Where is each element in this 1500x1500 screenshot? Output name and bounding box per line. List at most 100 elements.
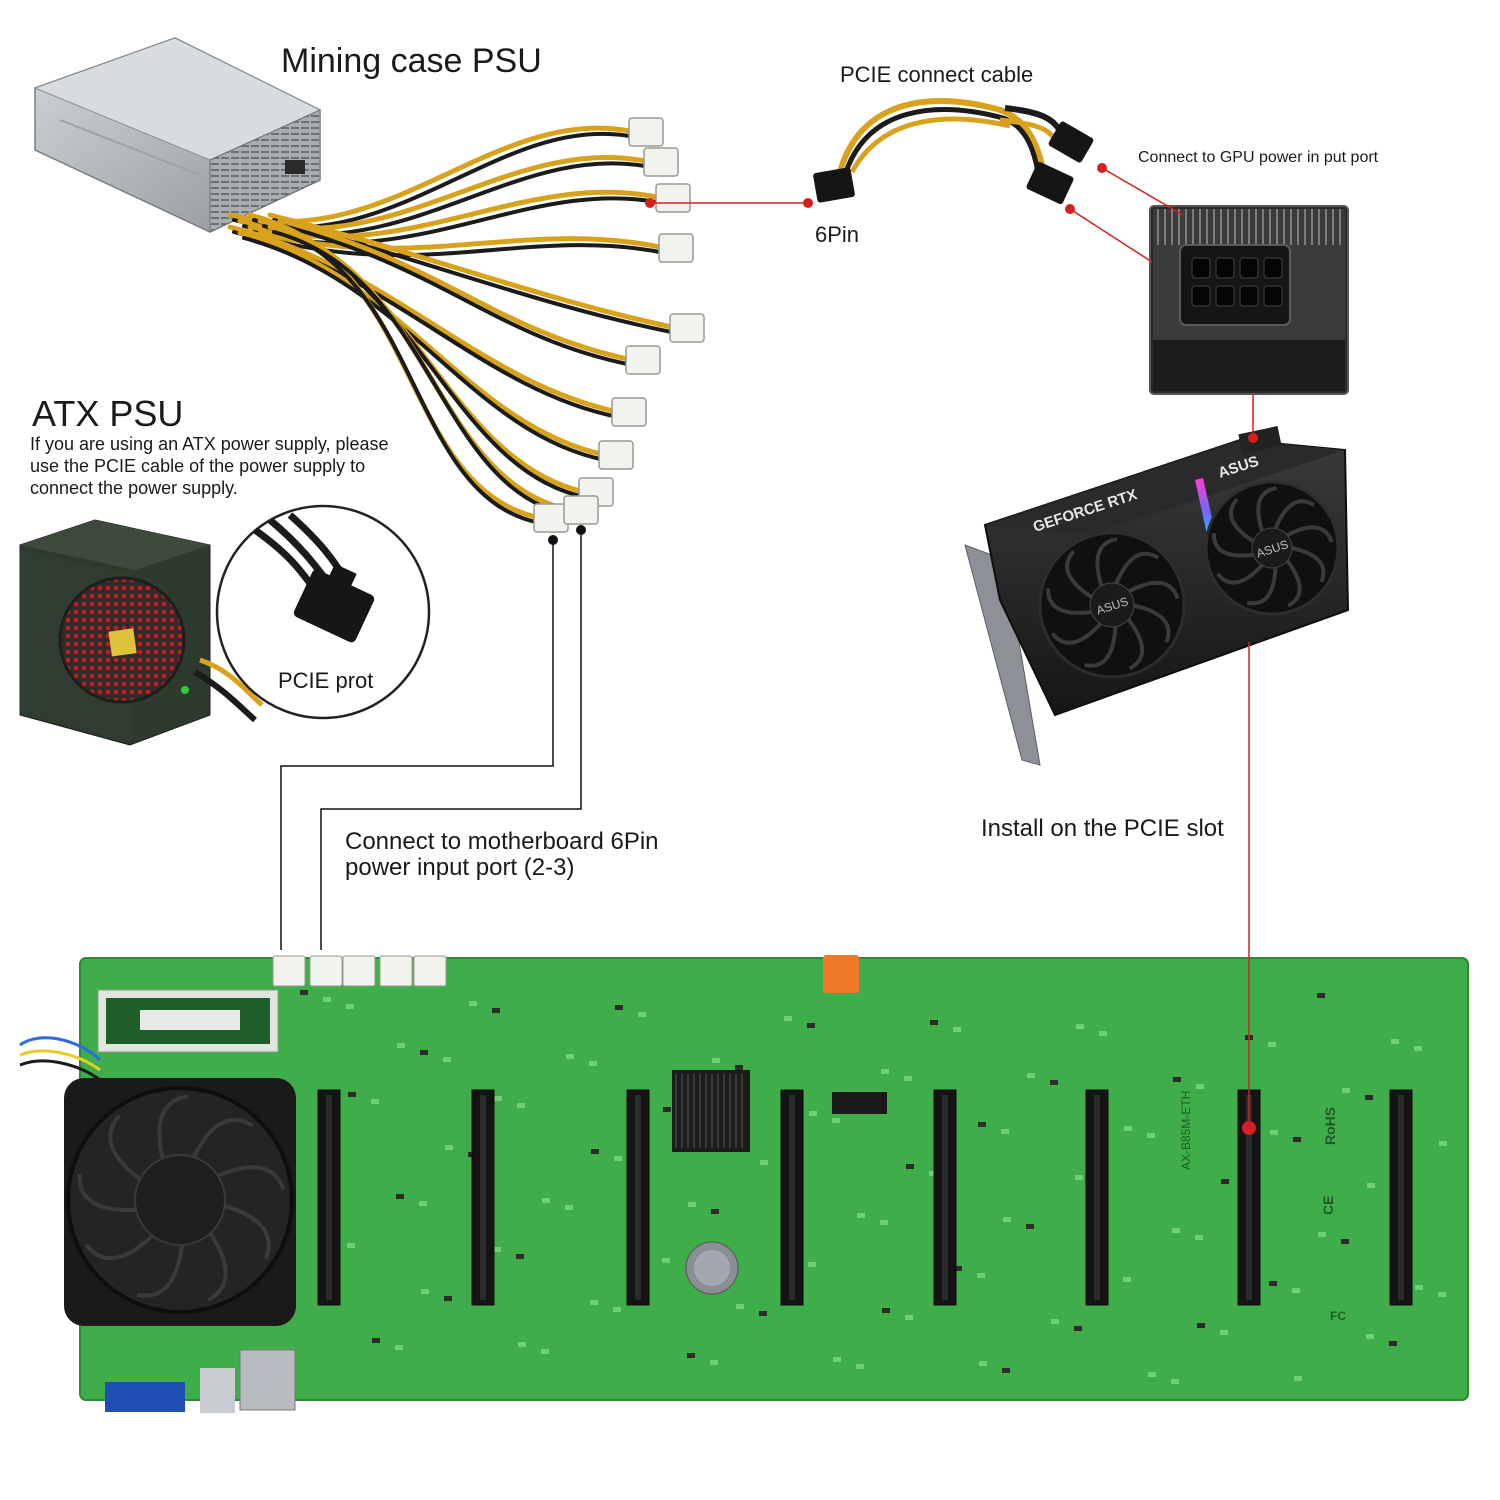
- motherboard-image: AX-B85M-ETH RoHS CE FC: [19, 955, 1469, 1413]
- board-component: [856, 1364, 864, 1369]
- board-component: [929, 1171, 937, 1176]
- board-component: [736, 1304, 744, 1309]
- gpu-fan-left: [1038, 531, 1186, 679]
- board-component: [420, 1050, 428, 1055]
- board-component: [1268, 1042, 1276, 1047]
- label-atx-psu: ATX PSU: [32, 393, 184, 434]
- port-pin-hole: [1191, 257, 1211, 279]
- psu-wire-black: [282, 224, 634, 367]
- pcie-slot-groove: [1246, 1095, 1252, 1300]
- board-component: [1342, 1088, 1350, 1093]
- board-component: [1389, 1341, 1397, 1346]
- board-component: [880, 1220, 888, 1225]
- port-pin-hole: [1239, 285, 1259, 307]
- board-component: [1220, 1330, 1228, 1335]
- fan-blade: [1286, 525, 1334, 543]
- board-component: [1147, 1133, 1155, 1138]
- fan-blade: [1229, 497, 1255, 543]
- board-component: [712, 1058, 720, 1063]
- board-component: [419, 1201, 427, 1206]
- psu-wire-yellow: [237, 230, 608, 458]
- board-power-connector: [342, 955, 376, 987]
- board-component: [663, 1107, 671, 1112]
- pcie-slot-groove: [942, 1095, 948, 1300]
- psu-wire-yellow: [257, 230, 668, 251]
- board-component: [565, 1205, 573, 1210]
- board-component: [566, 1054, 574, 1059]
- board-component: [1027, 1073, 1035, 1078]
- pointer-dot: [548, 535, 558, 545]
- psu-connector: [598, 440, 634, 470]
- board-power-connector: [309, 955, 343, 987]
- atx-note-line-3: connect the power supply.: [30, 478, 238, 498]
- board-component: [1172, 1228, 1180, 1233]
- pcie-slot-groove: [1094, 1095, 1100, 1300]
- pointer-dot: [803, 198, 813, 208]
- board-component: [371, 1099, 379, 1104]
- fan-blade: [1125, 616, 1145, 671]
- psu-wire-yellow: [277, 218, 635, 363]
- board-component: [882, 1308, 890, 1313]
- pcie-slot-groove: [789, 1095, 795, 1300]
- board-component: [493, 1247, 501, 1252]
- board-component: [1341, 1239, 1349, 1244]
- board-component: [1196, 1084, 1204, 1089]
- board-component: [1074, 1326, 1082, 1331]
- pointer-psu-to-board-2: [320, 530, 582, 950]
- board-component: [1099, 1031, 1107, 1036]
- board-component: [492, 1008, 500, 1013]
- board-component: [1171, 1379, 1179, 1384]
- fan-blade: [1050, 620, 1104, 645]
- board-component: [905, 1315, 913, 1320]
- fan-blade: [1126, 580, 1180, 600]
- board-component: [1076, 1024, 1084, 1029]
- board-component: [1124, 1126, 1132, 1131]
- label-motherboard-line-1: Connect to motherboard 6Pin: [345, 828, 659, 855]
- board-component: [300, 990, 308, 995]
- pointer-cable-to-port: [1069, 208, 1153, 263]
- board-component: [1195, 1235, 1203, 1240]
- board-component: [688, 1202, 696, 1207]
- psu-connector: [625, 345, 661, 375]
- board-component: [662, 1258, 670, 1263]
- board-component: [1002, 1368, 1010, 1373]
- board-component: [1391, 1039, 1399, 1044]
- board-component: [904, 1076, 912, 1081]
- board-component: [977, 1273, 985, 1278]
- label-6pin: 6Pin: [815, 222, 860, 247]
- board-component: [541, 1349, 549, 1354]
- board-component: [396, 1194, 404, 1199]
- board-component: [1270, 1130, 1278, 1135]
- board-component: [1318, 1232, 1326, 1237]
- board-component: [1365, 1095, 1373, 1100]
- psu-connector: [655, 183, 691, 213]
- port-pin-hole: [1191, 285, 1211, 307]
- board-component: [687, 1353, 695, 1358]
- board-component: [1050, 1080, 1058, 1085]
- board-ce-text: CE: [1320, 1196, 1336, 1215]
- psu-wire-yellow: [227, 224, 621, 415]
- board-component: [397, 1043, 405, 1048]
- board-component: [809, 1111, 817, 1116]
- board-component: [978, 1122, 986, 1127]
- board-component: [516, 1254, 524, 1259]
- pointer-dot: [1248, 433, 1258, 443]
- board-component: [1001, 1129, 1009, 1134]
- board-component: [347, 1243, 355, 1248]
- label-pcie-prot: PCIE prot: [278, 668, 374, 693]
- port-pin-hole: [1263, 285, 1283, 307]
- pcie-cable-image: [813, 98, 1094, 205]
- fan-blade: [1113, 551, 1160, 587]
- port-pin-hole: [1263, 257, 1283, 279]
- psu-wire-black: [242, 236, 607, 462]
- atx-psu-image: [19, 519, 264, 746]
- board-component: [881, 1069, 889, 1074]
- atx-note-line-1: If you are using an ATX power supply, pl…: [30, 434, 389, 454]
- psu-connector: [533, 503, 569, 533]
- fan-blade: [1211, 533, 1254, 558]
- psu-connector: [628, 117, 664, 147]
- board-component: [833, 1357, 841, 1362]
- psu-connector: [669, 313, 705, 343]
- psu-connector: [643, 147, 679, 177]
- pcie-slot-groove: [1398, 1095, 1404, 1300]
